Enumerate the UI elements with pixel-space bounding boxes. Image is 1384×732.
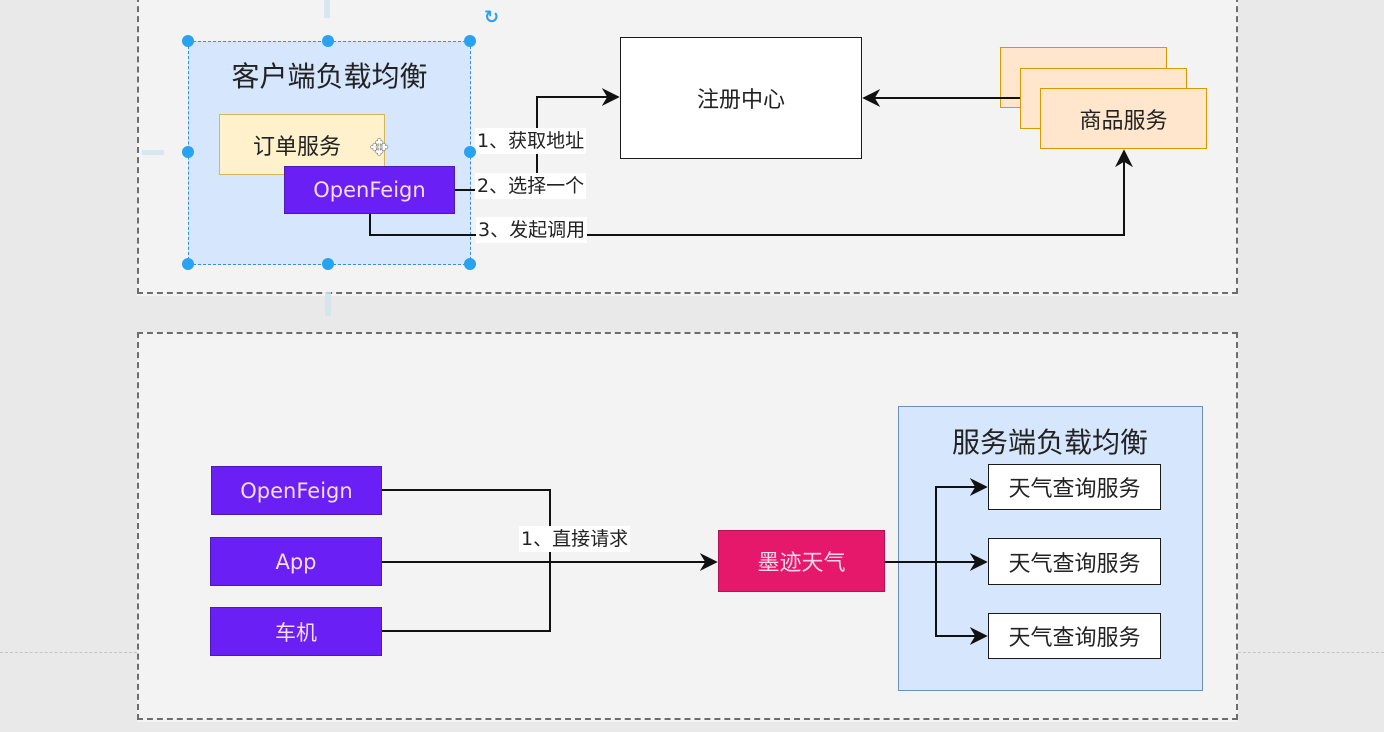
client-app-box[interactable]: App	[210, 537, 382, 586]
guide-arrow-up[interactable]	[324, 0, 330, 18]
guide-arrow-down[interactable]	[325, 292, 331, 316]
client-app-label: App	[275, 549, 317, 574]
edge-label-direct-request[interactable]: 1、直接请求	[519, 526, 631, 552]
weather-service-label-1: 天气查询服务	[1008, 477, 1141, 502]
weather-service-box-1[interactable]: 天气查询服务	[988, 464, 1161, 510]
client-load-balancing-title: 客户端负载均衡	[231, 60, 428, 93]
resize-handle-se[interactable]	[464, 258, 476, 270]
weather-service-box-2[interactable]: 天气查询服务	[988, 538, 1161, 585]
registry-center-box[interactable]: 注册中心	[620, 37, 862, 159]
edge-label-choose-one[interactable]: 2、选择一个	[475, 173, 587, 199]
order-service-label: 订单服务	[252, 134, 341, 160]
resize-handle-w[interactable]	[182, 146, 194, 158]
product-service-box[interactable]: 商品服务	[1040, 88, 1207, 149]
resize-handle-n[interactable]	[322, 35, 334, 47]
weather-service-label-3: 天气查询服务	[1008, 626, 1141, 651]
product-service-label: 商品服务	[1079, 108, 1168, 134]
move-cursor-icon: ✥	[370, 136, 389, 161]
client-car-label: 车机	[275, 620, 317, 645]
guide-arrow-left[interactable]	[142, 150, 164, 155]
registry-center-label: 注册中心	[696, 88, 785, 113]
openfeign-box-top[interactable]: OpenFeign	[284, 166, 455, 214]
resize-handle-nw[interactable]	[182, 35, 194, 47]
edge-label-invoke[interactable]: 3、发起调用	[476, 217, 588, 243]
client-car-box[interactable]: 车机	[210, 607, 382, 656]
moji-weather-label: 墨迹天气	[757, 551, 846, 576]
client-openfeign-label: OpenFeign	[240, 478, 353, 503]
resize-handle-sw[interactable]	[182, 258, 194, 270]
page-break-line-left	[0, 652, 137, 653]
rotate-icon[interactable]: ↻	[484, 7, 500, 28]
page-break-line-right	[1238, 652, 1384, 653]
resize-handle-e[interactable]	[464, 146, 476, 158]
resize-handle-ne[interactable]	[464, 35, 476, 47]
openfeign-label-top: OpenFeign	[313, 178, 426, 202]
resize-handle-s[interactable]	[322, 258, 334, 270]
client-openfeign-box[interactable]: OpenFeign	[211, 466, 382, 515]
server-load-balancing-title: 服务端负载均衡	[951, 426, 1148, 459]
moji-weather-box[interactable]: 墨迹天气	[718, 530, 885, 592]
weather-service-label-2: 天气查询服务	[1008, 551, 1141, 577]
group-frame-top[interactable]	[137, 0, 1238, 294]
weather-service-box-3[interactable]: 天气查询服务	[988, 613, 1161, 659]
group-frame-bottom[interactable]	[137, 332, 1238, 720]
edge-label-get-address[interactable]: 1、获取地址	[475, 128, 587, 154]
